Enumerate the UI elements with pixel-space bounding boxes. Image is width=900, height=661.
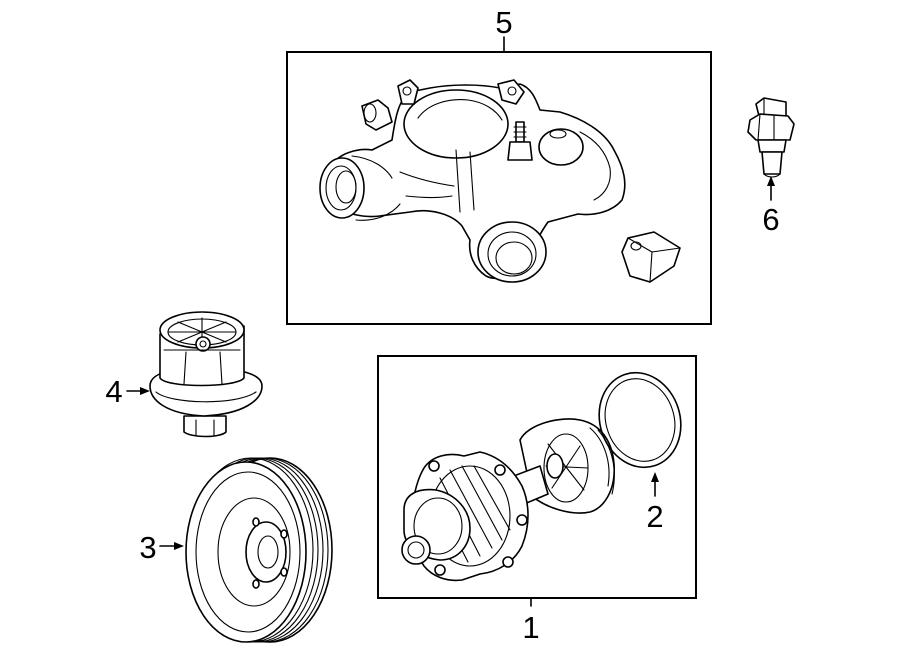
part-5-box bbox=[286, 51, 712, 325]
part-1-group[interactable]: 1 bbox=[377, 355, 697, 645]
part-2-group[interactable]: 2 bbox=[587, 362, 693, 534]
callout-6[interactable]: 6 bbox=[762, 202, 779, 237]
part-5-group[interactable]: 5 bbox=[286, 5, 712, 325]
temperature-sensor-icon bbox=[747, 97, 795, 178]
part-3-arrowhead bbox=[174, 542, 184, 550]
thermostat-icon bbox=[149, 311, 263, 438]
callout-1[interactable]: 1 bbox=[522, 610, 539, 645]
thermostat-housing-icon bbox=[319, 79, 681, 283]
part-3-group[interactable]: 3 bbox=[139, 457, 333, 643]
part-4-arrowhead bbox=[140, 387, 150, 395]
part-6-group[interactable]: 6 bbox=[747, 97, 795, 237]
part-6-arrowhead bbox=[767, 176, 775, 186]
part-1-box bbox=[377, 355, 697, 599]
gasket-ring-icon bbox=[598, 371, 682, 469]
callout-3[interactable]: 3 bbox=[139, 530, 156, 565]
part-2-arrowhead bbox=[651, 472, 659, 482]
callout-4[interactable]: 4 bbox=[105, 374, 122, 409]
pulley-icon bbox=[185, 457, 333, 643]
part-4-group[interactable]: 4 bbox=[105, 311, 263, 438]
callout-5[interactable]: 5 bbox=[495, 5, 512, 40]
callout-2[interactable]: 2 bbox=[646, 499, 663, 534]
water-pump-icon bbox=[401, 418, 615, 582]
